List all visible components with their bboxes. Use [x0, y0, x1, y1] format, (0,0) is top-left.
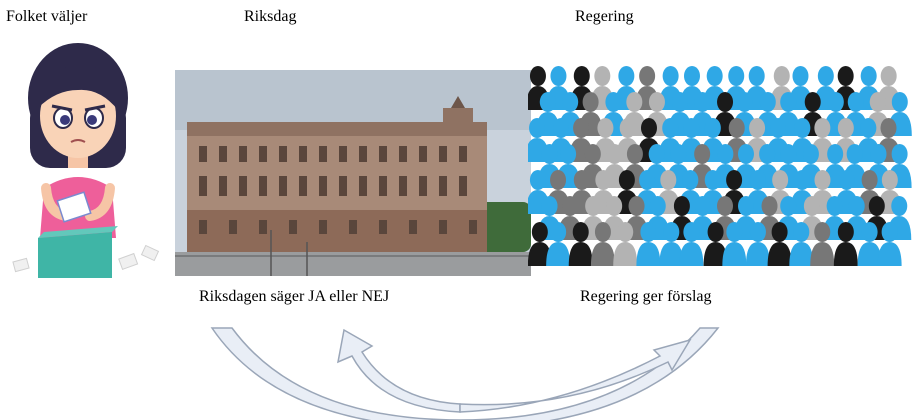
- voter-icon: [12, 43, 160, 278]
- person-silhouette: [789, 222, 814, 266]
- person-silhouette: [810, 222, 835, 266]
- person-silhouette: [568, 222, 593, 266]
- person-silhouette: [857, 222, 882, 266]
- riksdag-building-icon: [175, 70, 531, 276]
- person-silhouette: [703, 222, 728, 266]
- person-silhouette: [745, 222, 770, 266]
- person-silhouette: [833, 222, 858, 266]
- person-silhouette: [679, 222, 704, 266]
- label-parliament: Riksdag: [244, 8, 297, 25]
- label-voters: Folket väljer: [6, 8, 88, 25]
- person-silhouette: [659, 222, 684, 266]
- person-silhouette: [528, 222, 552, 266]
- person-silhouette: [722, 222, 747, 266]
- crowd-icon: [528, 66, 912, 266]
- caption-government: Regering ger förslag: [580, 288, 712, 305]
- person-silhouette: [636, 222, 661, 266]
- person-silhouette: [590, 222, 615, 266]
- curved-arrows-icon: [210, 327, 720, 420]
- person-silhouette: [767, 222, 792, 266]
- caption-parliament: Riksdagen säger JA eller NEJ: [199, 288, 390, 305]
- person-silhouette: [546, 222, 571, 266]
- label-government: Regering: [575, 8, 634, 25]
- person-silhouette: [877, 222, 902, 266]
- person-silhouette: [613, 222, 638, 266]
